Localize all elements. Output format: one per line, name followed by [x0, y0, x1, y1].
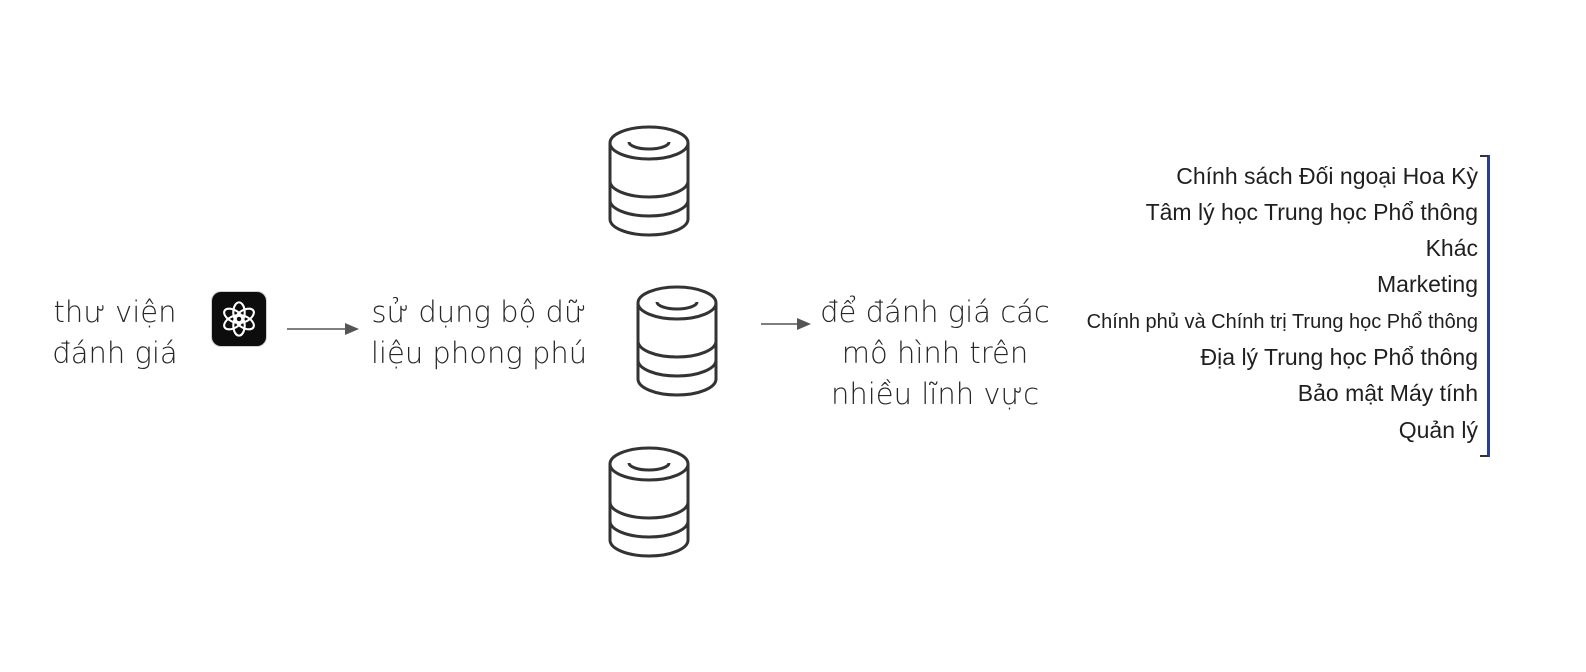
dataset-label: sử dụng bộ dữ liệu phong phú	[368, 292, 590, 374]
domain-item: Khác	[1425, 235, 1478, 261]
dataset-label-line-2: liệu phong phú	[370, 336, 588, 370]
domain-item: Marketing	[1377, 271, 1478, 297]
domain-item: Tâm lý học Trung học Phổ thông	[1145, 199, 1478, 225]
openai-logo-icon	[212, 292, 266, 346]
evaluate-label-line-2: mô hình trên	[841, 336, 1029, 370]
library-label: thư viện đánh giá	[40, 292, 190, 374]
bracket-tick	[1480, 455, 1488, 457]
domain-item: Chính sách Đối ngoại Hoa Kỳ	[1176, 163, 1478, 189]
database-icon	[636, 285, 718, 397]
bracket-line	[1487, 155, 1490, 457]
dataset-label-line-1: sử dụng bộ dữ	[371, 295, 587, 329]
arrow-right-icon	[761, 318, 811, 330]
openai-logo-glyph	[223, 301, 255, 337]
evaluate-label: để đánh giá các mô hình trên nhiều lĩnh …	[815, 292, 1055, 415]
library-label-line-2: đánh giá	[52, 336, 178, 370]
evaluate-label-line-1: để đánh giá các	[820, 295, 1050, 329]
domain-item: Chính phủ và Chính trị Trung học Phổ thô…	[1086, 311, 1478, 333]
domain-list: Chính sách Đối ngoại Hoa Kỳ Tâm lý học T…	[1080, 155, 1492, 457]
bracket-tick	[1480, 155, 1488, 157]
database-icon	[608, 446, 690, 558]
database-icon	[608, 125, 690, 237]
arrow-right-icon	[287, 323, 359, 335]
domain-item: Địa lý Trung học Phổ thông	[1200, 344, 1478, 370]
evaluate-label-line-3: nhiều lĩnh vực	[830, 377, 1040, 411]
domain-item: Quản lý	[1398, 417, 1478, 443]
domain-item: Bảo mật Máy tính	[1297, 380, 1478, 406]
library-label-line-1: thư viện	[53, 295, 177, 329]
